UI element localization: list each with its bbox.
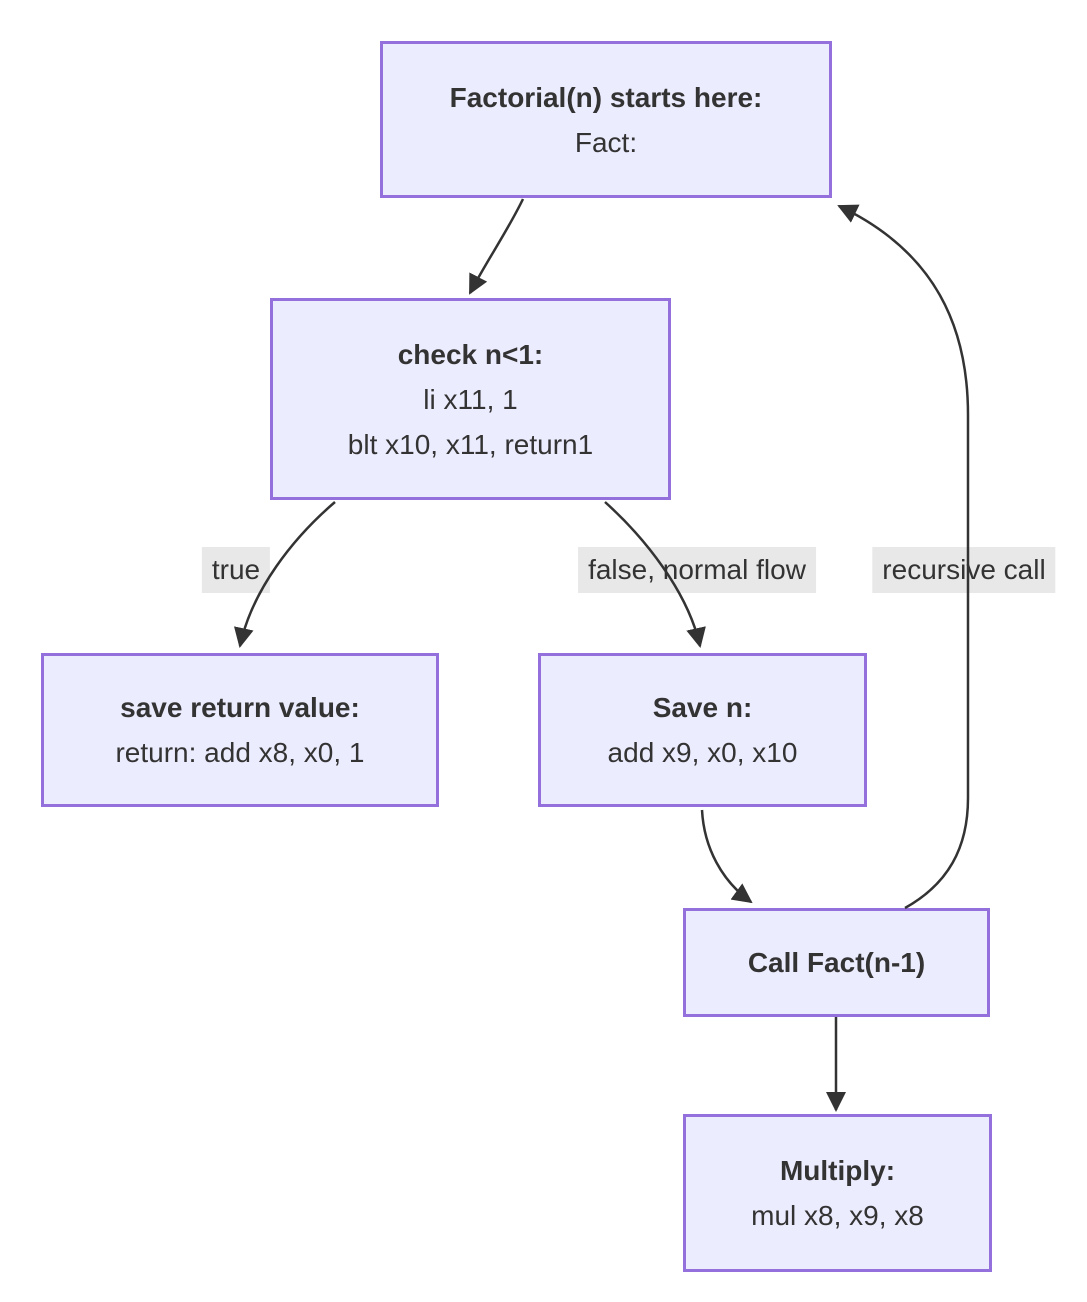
- node-save-n-code: add x9, x0, x10: [607, 737, 798, 768]
- node-check-code-2: blt x10, x11, return1: [347, 428, 594, 460]
- node-save-n: Save n: add x9, x0, x10: [538, 653, 867, 807]
- edge-start-to-check: [468, 198, 525, 295]
- node-multiply-title: Multiply:: [779, 1155, 896, 1186]
- edge-label-true: true: [201, 547, 271, 593]
- node-save-return-value: save return value: return: add x8, x0, 1: [41, 653, 439, 807]
- node-save-return-value-title: save return value:: [120, 692, 360, 723]
- node-call-fact: Call Fact(n-1): [683, 908, 990, 1017]
- edge-label-false-normal-flow: false, normal flow: [578, 547, 816, 593]
- node-factorial-start-title: Factorial(n) starts here:: [449, 81, 763, 113]
- node-check-code-1: li x11, 1: [423, 383, 518, 415]
- node-save-n-title: Save n:: [652, 692, 753, 723]
- node-factorial-start-code: Fact:: [574, 126, 638, 158]
- node-check-title: check n<1:: [397, 338, 544, 370]
- node-factorial-start: Factorial(n) starts here: Fact:: [380, 41, 832, 198]
- edge-save-n-to-call: [700, 809, 753, 904]
- node-check: check n<1: li x11, 1 blt x10, x11, retur…: [270, 298, 671, 500]
- node-multiply-code: mul x8, x9, x8: [751, 1200, 924, 1231]
- node-call-fact-title: Call Fact(n-1): [747, 947, 926, 978]
- node-multiply: Multiply: mul x8, x9, x8: [683, 1114, 992, 1272]
- edge-label-recursive-call: recursive call: [872, 547, 1056, 593]
- node-save-return-value-code: return: add x8, x0, 1: [115, 737, 365, 768]
